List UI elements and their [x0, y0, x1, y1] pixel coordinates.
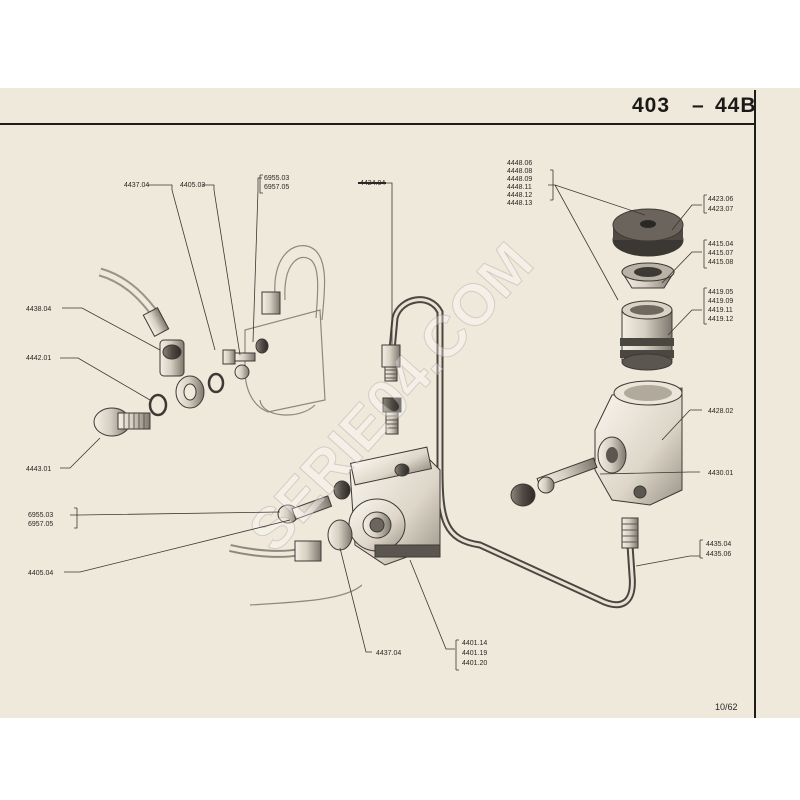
- leader-lines: [60, 169, 707, 671]
- label-4435-04: 4435.04: [706, 541, 731, 548]
- label-4401-14: 4401.14: [462, 640, 487, 647]
- upper-cylinder-outline: [244, 245, 326, 416]
- label-4415-07: 4415.07: [708, 250, 733, 257]
- label-4423-06: 4423.06: [708, 196, 733, 203]
- label-4443-01: 4443.01: [26, 466, 51, 473]
- page-number: 10/62: [715, 702, 738, 712]
- pipe-union-nut-right: [621, 517, 639, 549]
- label-4435-06: 4435.06: [706, 551, 731, 558]
- reservoir-cap: [612, 208, 684, 257]
- rigid-brake-line: [388, 296, 636, 609]
- label-4401-20: 4401.20: [462, 660, 487, 667]
- label-4415-08: 4415.08: [708, 259, 733, 266]
- wheel-cylinder-lower: [348, 446, 441, 566]
- cap-seal: [621, 262, 675, 289]
- hose-end-fitting: [142, 306, 170, 338]
- hose-adapter-lower: [294, 540, 322, 562]
- label-6957-05-top: 6957.05: [264, 184, 289, 191]
- label-4405-03: 4405.03: [180, 182, 205, 189]
- bolt-lower: [277, 495, 333, 524]
- reservoir-filter-piston: [620, 300, 674, 371]
- label-4430-01: 4430.01: [708, 470, 733, 477]
- label-4437-04-top: 4437.04: [124, 182, 149, 189]
- copper-washer-left: [148, 393, 168, 417]
- label-4448-13: 4448.13: [507, 200, 532, 207]
- label-4448-08: 4448.08: [507, 168, 532, 175]
- bleed-valve-assembly: [510, 457, 598, 507]
- master-cylinder-body: [594, 380, 683, 506]
- plate-number: 44B: [715, 94, 757, 117]
- label-4437-04-bottom: 4437.04: [376, 650, 401, 657]
- label-4419-11: 4419.11: [708, 307, 733, 314]
- label-4448-09: 4448.09: [507, 176, 532, 183]
- label-4415-04: 4415.04: [708, 241, 733, 248]
- banjo-bolt: [93, 407, 151, 437]
- lock-washer-lower: [333, 480, 351, 500]
- label-4419-09: 4419.09: [708, 298, 733, 305]
- pipe-union-nut-top: [381, 344, 401, 382]
- model-number: 403: [632, 94, 670, 117]
- header-dash: –: [692, 94, 705, 117]
- banjo-union: [159, 339, 205, 409]
- label-4423-07: 4423.07: [708, 206, 733, 213]
- label-4438-04: 4438.04: [26, 306, 51, 313]
- label-4401-19: 4401.19: [462, 650, 487, 657]
- label-6957-05-mid: 6957.05: [28, 521, 53, 528]
- label-4419-05: 4419.05: [708, 289, 733, 296]
- label-4448-11: 4448.11: [507, 184, 532, 191]
- label-4405-04: 4405.04: [28, 570, 53, 577]
- label-4419-12: 4419.12: [708, 316, 733, 323]
- label-4428-02: 4428.02: [708, 408, 733, 415]
- pipe-nut-upper: [261, 291, 281, 315]
- upper-left-pipe: [98, 267, 162, 321]
- label-6955-03-top: 6955.03: [264, 175, 289, 182]
- pipe-union-nut-bottom: [382, 397, 402, 435]
- copper-washer-right: [207, 372, 225, 394]
- sealing-washer-lower: [327, 519, 353, 551]
- label-4442-01: 4442.01: [26, 355, 51, 362]
- label-6955-03-mid: 6955.03: [28, 512, 53, 519]
- label-4448-06: 4448.06: [507, 160, 532, 167]
- label-4448-12: 4448.12: [507, 192, 532, 199]
- bleed-screw-upper: [222, 338, 269, 380]
